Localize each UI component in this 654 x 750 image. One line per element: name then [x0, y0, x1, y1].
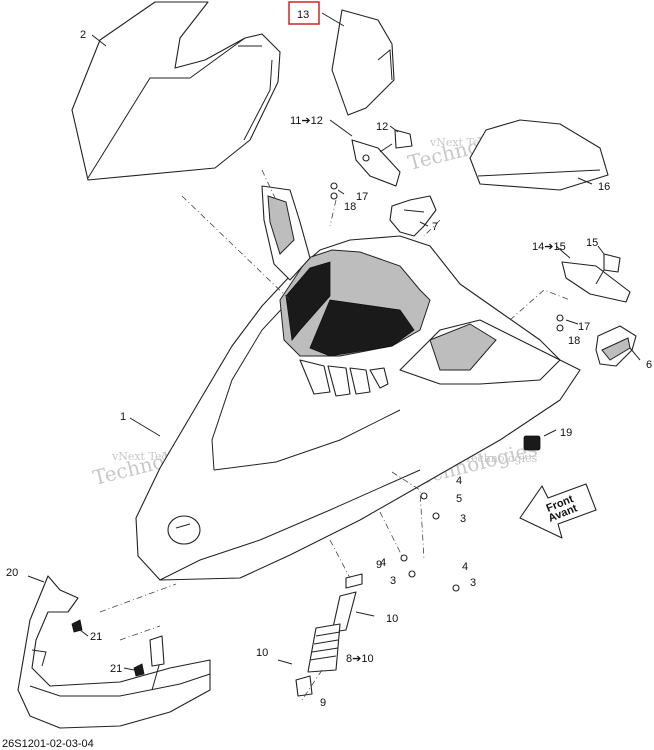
callout-13: 13 [297, 9, 309, 21]
mirror-part-right [561, 253, 631, 303]
callout-18-upper: 18 [344, 201, 356, 213]
callout-7: 7 [432, 221, 438, 233]
callout-4-a: 4 [456, 475, 462, 487]
callout-21-a: 21 [90, 631, 102, 643]
deflector-part-13 [331, 9, 395, 116]
bracket-part-6 [595, 325, 637, 367]
callout-5-a: 5 [456, 493, 462, 505]
assembly-lines [99, 169, 571, 701]
callout-20: 20 [6, 567, 18, 579]
callout-1: 1 [120, 411, 126, 423]
callout-highlight-box [288, 1, 320, 25]
callout-12: 12 [376, 121, 388, 133]
callout-3-b: 3 [390, 575, 396, 587]
callout-2: 2 [80, 29, 86, 41]
callout-9-a: 9 [376, 559, 382, 571]
mirror-part-left [351, 129, 413, 187]
callout-11-12: 11➔12 [290, 115, 323, 127]
callout-3-c: 3 [470, 577, 476, 589]
callout-18-lower: 18 [568, 335, 580, 347]
callout-17-upper: 17 [356, 191, 368, 203]
callout-16: 16 [598, 181, 610, 193]
callout-17-lower: 17 [578, 321, 590, 333]
hardware-group [71, 182, 564, 677]
callout-10-a: 10 [386, 613, 398, 625]
callout-4-b: 4 [380, 557, 386, 569]
callout-15: 15 [586, 237, 598, 249]
leader-lines [27, 12, 641, 671]
document-code: 26S1201-02-03-04 [2, 738, 94, 750]
clip-part-19 [523, 435, 541, 451]
callout-19: 19 [560, 427, 572, 439]
front-arrow: Front Avant [519, 483, 597, 539]
callout-8-10: 8➔10 [346, 653, 374, 665]
callout-6: 6 [646, 359, 652, 371]
windshield-part [71, 1, 281, 181]
bumper-part-20 [17, 575, 211, 729]
callout-4-c: 4 [462, 561, 468, 573]
callout-9-b: 9 [320, 697, 326, 709]
callout-10-b: 10 [256, 647, 268, 659]
callout-labels: 2 13 11➔12 12 16 17 18 7 14➔15 15 17 18 … [6, 1, 652, 709]
bracket-part-7 [389, 195, 437, 237]
shock-absorber [277, 573, 375, 697]
deflector-part-16 [469, 119, 609, 191]
callout-21-b: 21 [110, 663, 122, 675]
callout-3-a: 3 [460, 513, 466, 525]
hood-part-1 [135, 185, 581, 581]
callout-14-15: 14➔15 [532, 241, 566, 253]
